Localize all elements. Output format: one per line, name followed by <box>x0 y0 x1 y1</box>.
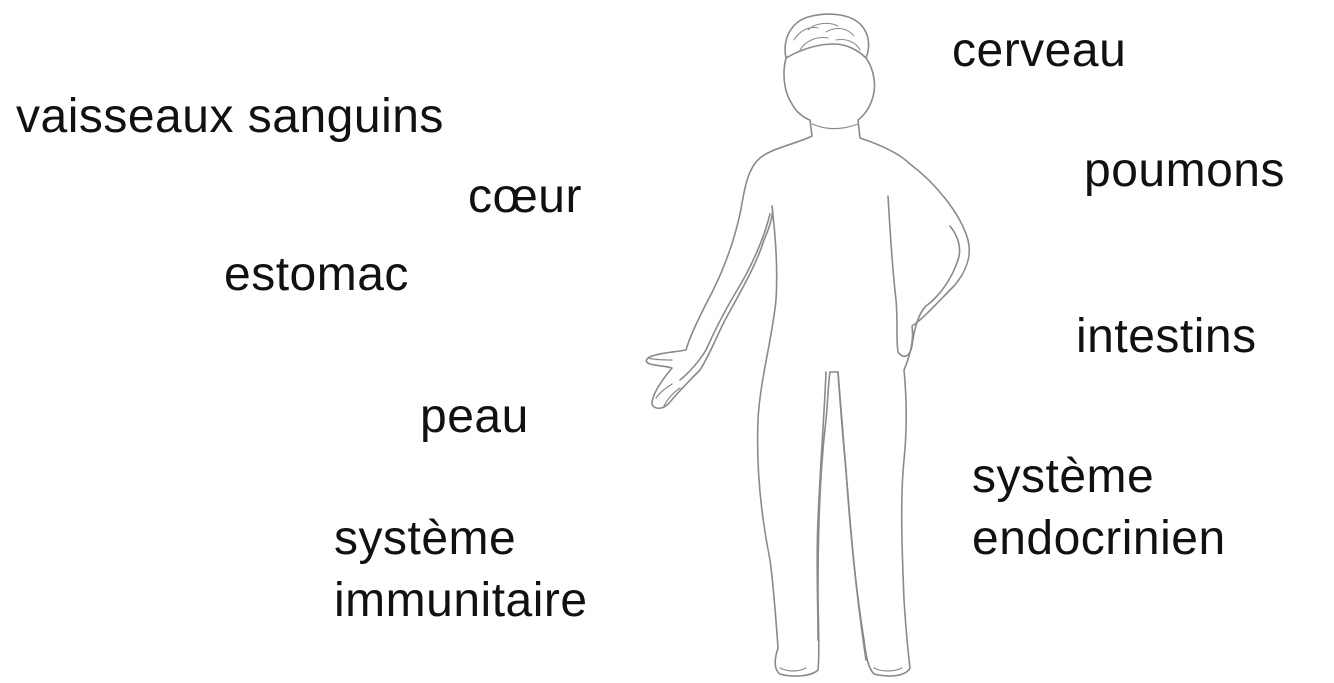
feet <box>780 668 902 671</box>
label-systeme-endocrinien: système endocrinien <box>972 446 1226 571</box>
hair-texture <box>794 23 860 50</box>
label-systeme-endocrinien-line-1: système <box>972 446 1226 508</box>
label-estomac: estomac <box>224 244 409 306</box>
body-outline <box>646 58 969 676</box>
inner-legs <box>817 372 866 660</box>
label-intestins: intestins <box>1076 306 1257 368</box>
right-arm-inner <box>888 196 960 356</box>
child-body-outline-icon <box>630 8 990 683</box>
neck-detail <box>812 124 858 129</box>
label-systeme-endocrinien-line-2: endocrinien <box>972 508 1226 570</box>
label-systeme-immunitaire-line-2: immunitaire <box>334 570 588 632</box>
left-arm-inner <box>680 214 770 380</box>
hair-outline <box>785 14 868 58</box>
label-peau: peau <box>420 386 529 448</box>
label-systeme-immunitaire: système immunitaire <box>334 508 588 633</box>
label-systeme-immunitaire-line-1: système <box>334 508 588 570</box>
label-coeur: cœur <box>468 166 582 228</box>
label-vaisseaux-sanguins: vaisseaux sanguins <box>16 86 444 148</box>
label-poumons: poumons <box>1084 140 1285 202</box>
